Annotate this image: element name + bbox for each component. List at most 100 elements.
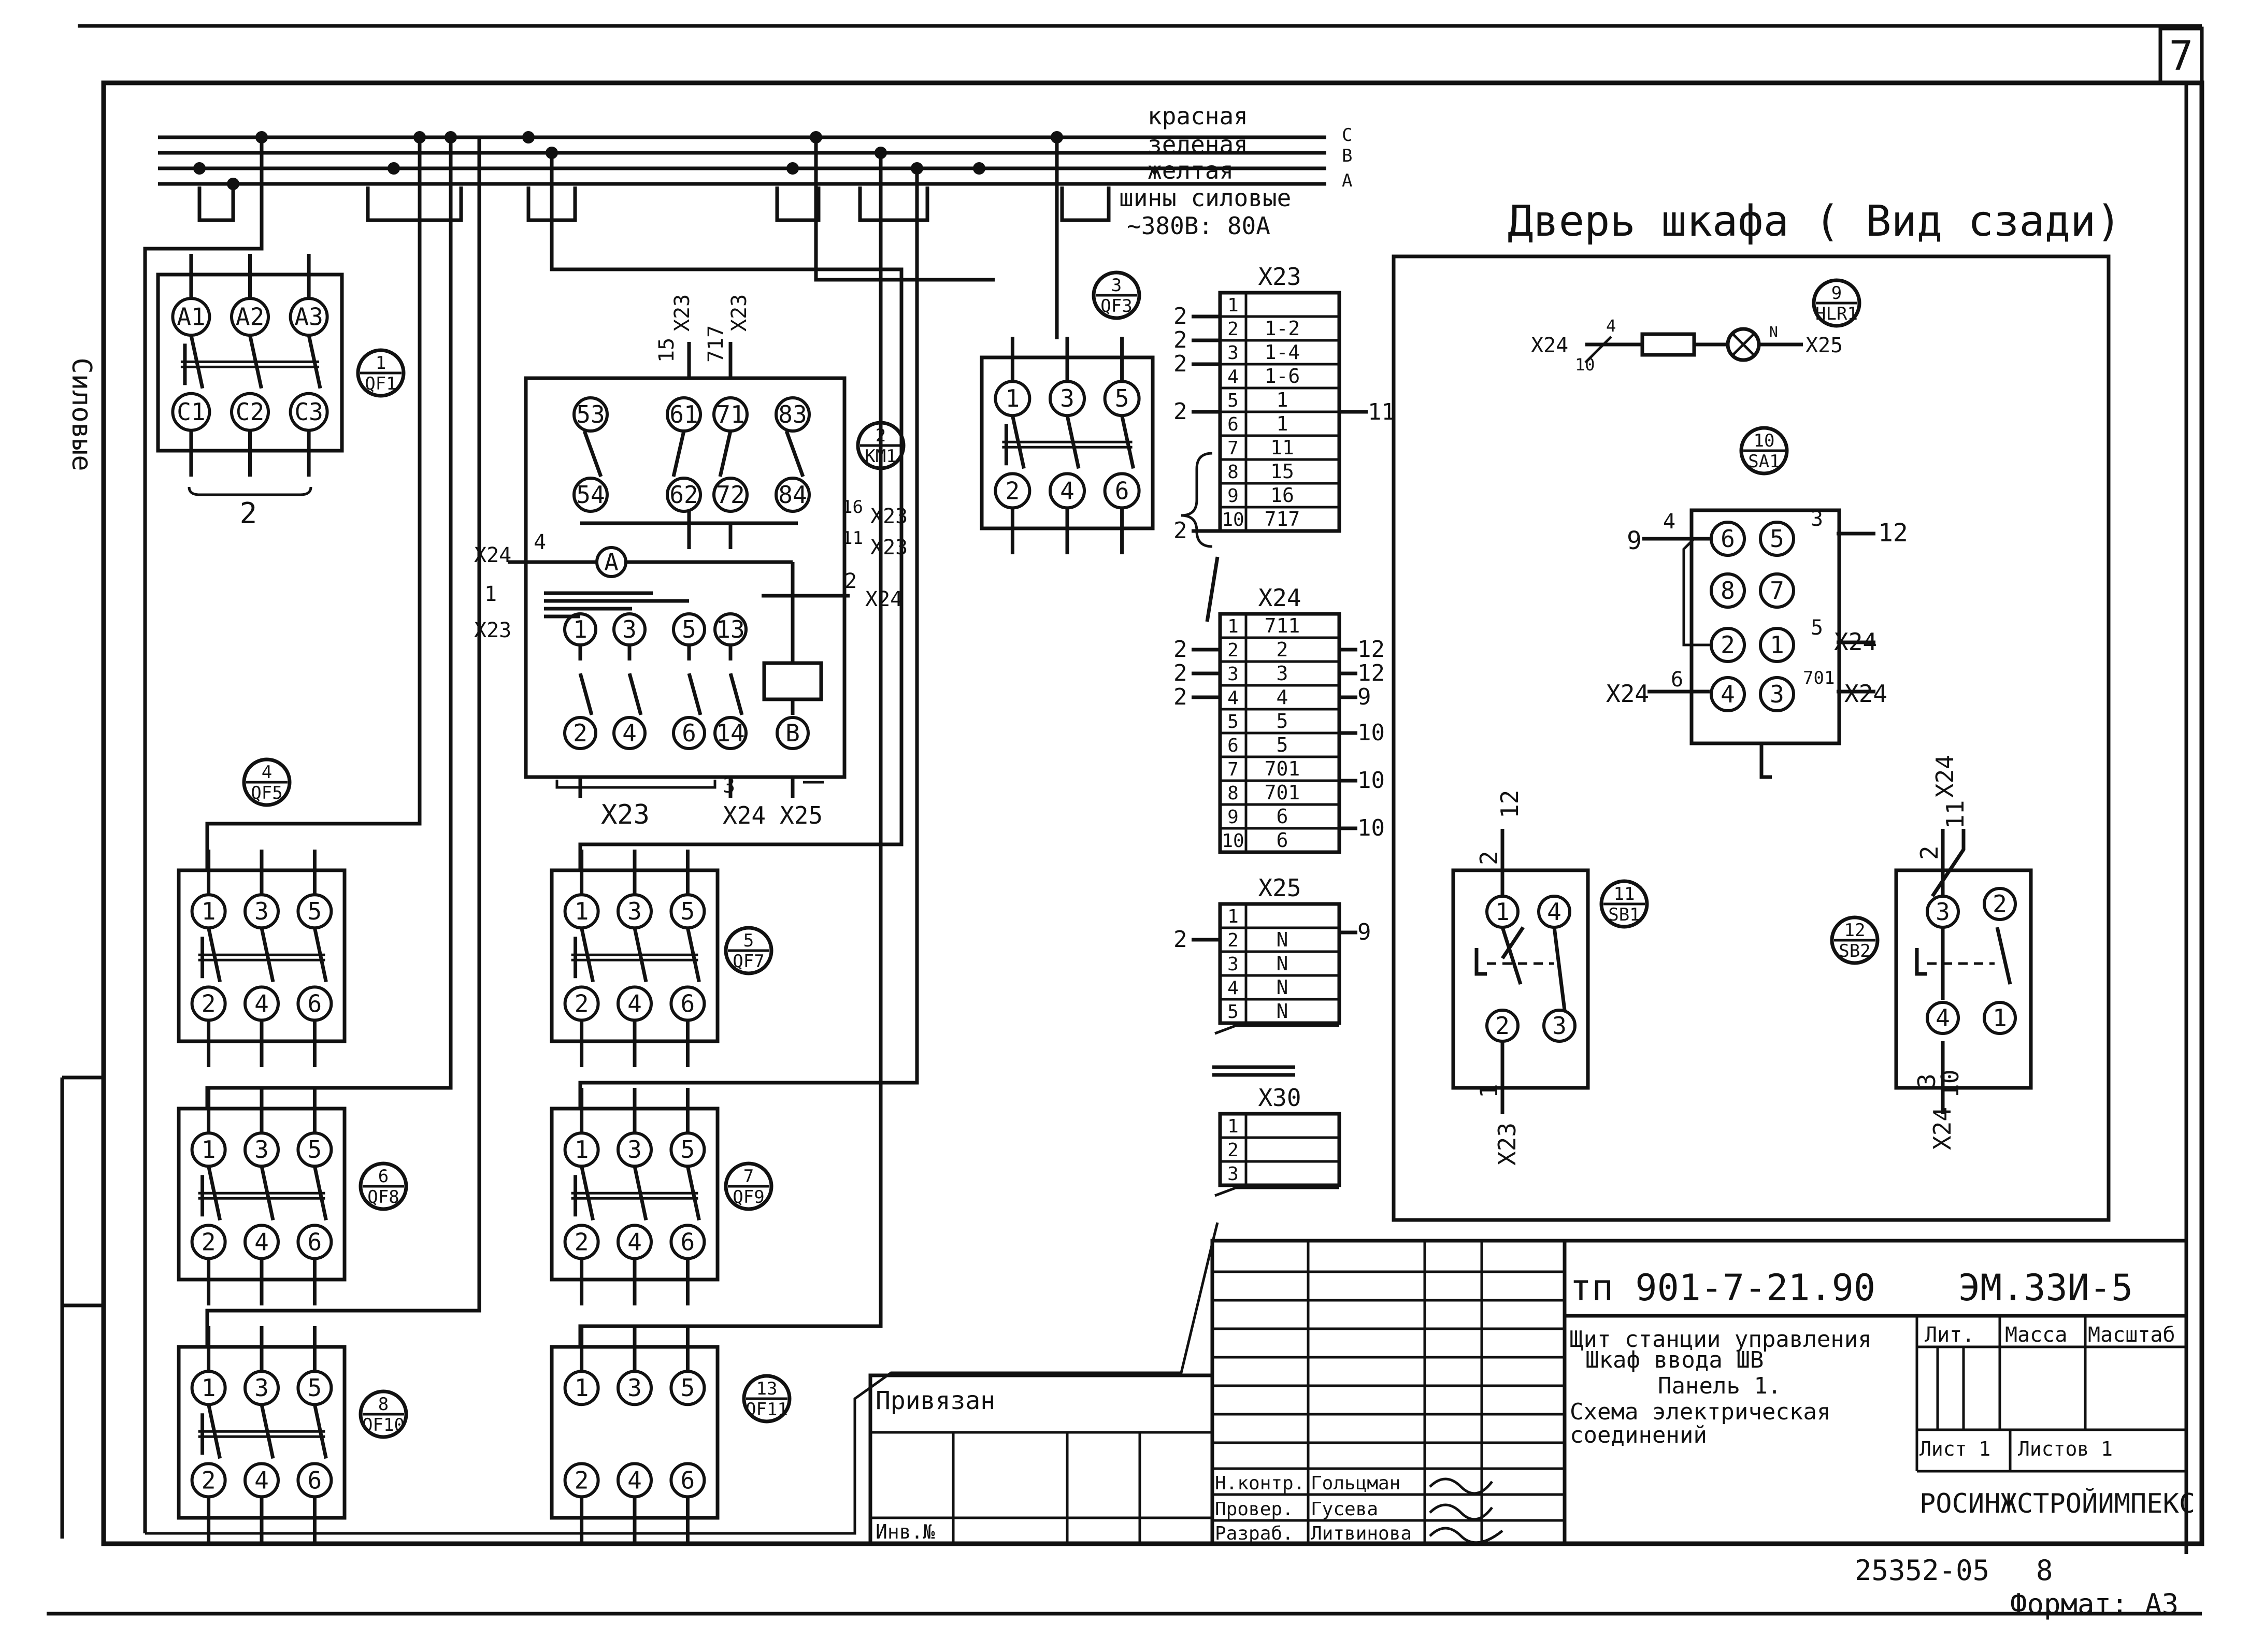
terminal-wire: 701: [1265, 781, 1300, 804]
terminal-number: 6: [1227, 414, 1239, 435]
breaker-terminal: [289, 392, 329, 432]
km-wire-r3: 11: [842, 528, 863, 549]
breaker-terminal-label: 4: [254, 989, 269, 1017]
km-wire-r4: X23: [870, 536, 908, 559]
breaker-terminal: [563, 893, 600, 930]
breaker-terminal: [296, 1370, 333, 1406]
breaker-tag-num: 4: [262, 762, 272, 783]
km-wire-b4: X25: [780, 801, 823, 829]
switch-contact: [1759, 676, 1795, 712]
breaker-terminal-label: 3: [254, 1136, 269, 1163]
breaker-tag-sub: QF7: [733, 951, 764, 972]
tb-sheets: Листов 1: [2018, 1438, 2113, 1460]
tb-descr-1: Щит станции управления: [1570, 1326, 1872, 1353]
breaker-terminal: [1103, 472, 1141, 510]
km-wire-l4: X23: [474, 619, 511, 642]
breaker-terminal: [289, 297, 329, 337]
breaker-terminal: [243, 893, 280, 930]
contactor-main-terminal: [612, 716, 647, 750]
format-label: Формат: А3: [2010, 1588, 2179, 1620]
button-contact: [1485, 895, 1520, 929]
sb2-top-2: 11: [1941, 800, 1969, 829]
breaker-terminal-label: 1: [575, 897, 589, 925]
sa-mark-2: 4: [1663, 510, 1675, 534]
lamp-left: X24: [1531, 334, 1568, 357]
x25-left-mark: 2: [1173, 926, 1187, 953]
terminal-number: 9: [1227, 807, 1239, 828]
terminal-wire: 5: [1277, 710, 1288, 732]
terminal-block-name: X24: [1258, 584, 1301, 612]
bus-wire-green: зеленая: [1148, 131, 1248, 159]
breaker-terminal-label: С1: [177, 398, 205, 426]
tb-privyazan: Привязан: [876, 1386, 995, 1415]
breaker-tag-num: 5: [743, 930, 754, 951]
terminal-number: 2: [1227, 640, 1239, 661]
doc-number: 25352-05: [1855, 1554, 1989, 1587]
km-wire-b2: 3: [723, 774, 735, 798]
terminal-number: 2: [1227, 930, 1239, 951]
breaker-terminal: [1049, 472, 1086, 510]
breaker-terminal: [563, 985, 600, 1022]
button-contact-label: 2: [1993, 890, 2007, 918]
tb-org: РОСИНЖСТРОЙИМПЕКС: [1919, 1488, 2195, 1519]
terminal-wire: 4: [1277, 686, 1288, 709]
contactor-tag: 2 KM1: [856, 421, 906, 470]
terminal-number: 8: [1227, 783, 1239, 804]
button-contact-label: 3: [1936, 898, 1950, 926]
breaker-tag-sub: QF9: [733, 1187, 764, 1208]
breaker-terminal: [1049, 380, 1086, 418]
terminal-wire: 711: [1265, 614, 1300, 637]
terminal-number: 4: [1227, 687, 1239, 709]
breaker-tag-sub: QF11: [746, 1399, 788, 1420]
terminal-wire: 6: [1277, 805, 1288, 828]
breaker-terminal: [617, 985, 653, 1022]
contactor-main-label: 14: [716, 719, 744, 747]
breaker-tag-num: 1: [376, 353, 386, 374]
sa-mark-9: 701: [1803, 668, 1835, 688]
terminal-number: 5: [1227, 390, 1239, 411]
terminal-number: 2: [1227, 319, 1239, 340]
lamp-right: X25: [1806, 334, 1843, 357]
terminal-wire: 701: [1265, 757, 1300, 780]
breaker-terminal: [669, 1224, 706, 1260]
breaker-terminal-label: 1: [202, 1136, 216, 1163]
breakers: А1С1А2С2А3С31QF121234563QF31234564QF5123…: [156, 254, 1155, 1544]
title-block: [868, 1239, 2188, 1546]
breaker-terminal-label: А2: [236, 303, 264, 331]
breaker-terminal-label: 3: [254, 897, 269, 925]
breaker-terminal-label: 1: [1006, 384, 1020, 412]
terminal-wire: 6: [1277, 829, 1288, 852]
contactor-aux-terminal: [666, 477, 702, 513]
lamp-w1: 4: [1606, 316, 1616, 336]
x24-right-mark: 10: [1357, 815, 1385, 841]
breaker-terminal: [563, 1462, 600, 1499]
tb-descr-5: соединений: [1570, 1422, 1707, 1448]
sb2-tag-num: 12: [1844, 920, 1866, 941]
breaker-terminal-label: 3: [627, 1374, 642, 1402]
signatures: [1429, 1477, 1503, 1544]
breaker-terminal-label: 2: [575, 1228, 589, 1256]
switch-contact-label: 8: [1721, 577, 1735, 605]
breaker-terminal-label: 6: [681, 1466, 695, 1494]
switch-contact-label: 6: [1721, 525, 1735, 553]
breaker-terminal-label: 6: [681, 1228, 695, 1256]
sa-tag-sub: SA1: [1748, 451, 1780, 472]
tb-role-2: Провер.: [1215, 1499, 1294, 1520]
sa-mark-4: 12: [1878, 519, 1908, 548]
breaker-terminal-label: 2: [1006, 477, 1020, 505]
breaker-terminal: [669, 1131, 706, 1168]
switch-contact: [1710, 521, 1746, 557]
breaker-terminal-label: 2: [202, 989, 216, 1017]
breaker-terminal-label: 5: [681, 1136, 695, 1163]
contactor-main-label: 5: [682, 615, 696, 643]
contactor-main-label: 1: [573, 615, 588, 643]
side-label: Силовые: [66, 357, 97, 471]
breaker-terminal-label: 4: [254, 1228, 269, 1256]
contactor-main-label: 4: [622, 719, 637, 747]
